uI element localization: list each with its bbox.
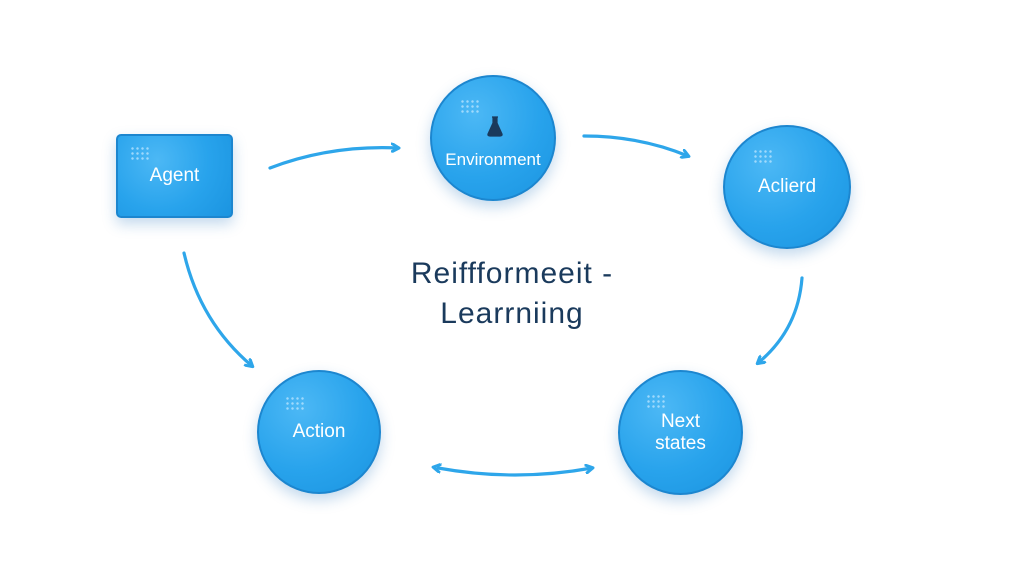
- agent-label: Agent: [149, 165, 200, 186]
- action-node: Action: [257, 370, 381, 494]
- decorative-dots: [285, 396, 305, 410]
- next-states-node: Next states: [618, 370, 743, 495]
- environment-node: Environment: [430, 75, 556, 201]
- diagram-title: Reiffformeeit - Learrniing: [362, 254, 662, 334]
- aclierd-node: Aclierd: [723, 125, 851, 249]
- action-label: Action: [292, 421, 346, 442]
- decorative-dots: [753, 149, 773, 163]
- arrow-environment-to-aclierd: [582, 134, 688, 156]
- aclierd-label: Aclierd: [757, 176, 817, 197]
- agent-node: Agent: [116, 134, 233, 218]
- decorative-dots: [646, 394, 666, 408]
- arrow-agent-to-environment: [268, 148, 398, 170]
- decorative-dots: [130, 146, 150, 160]
- arrow-action-next-states-bidirectional: [438, 468, 592, 477]
- flask-icon: [487, 116, 503, 137]
- decorative-dots: [460, 99, 480, 113]
- title-line-1: Reiffformeeit -: [410, 257, 614, 290]
- arrow-agent-to-action: [182, 251, 252, 366]
- title-line-2: Learrniing: [440, 297, 584, 330]
- arrow-aclierd-to-next-states: [758, 276, 804, 363]
- environment-label: Environment: [445, 150, 541, 169]
- next-states-label: Next states: [655, 410, 706, 454]
